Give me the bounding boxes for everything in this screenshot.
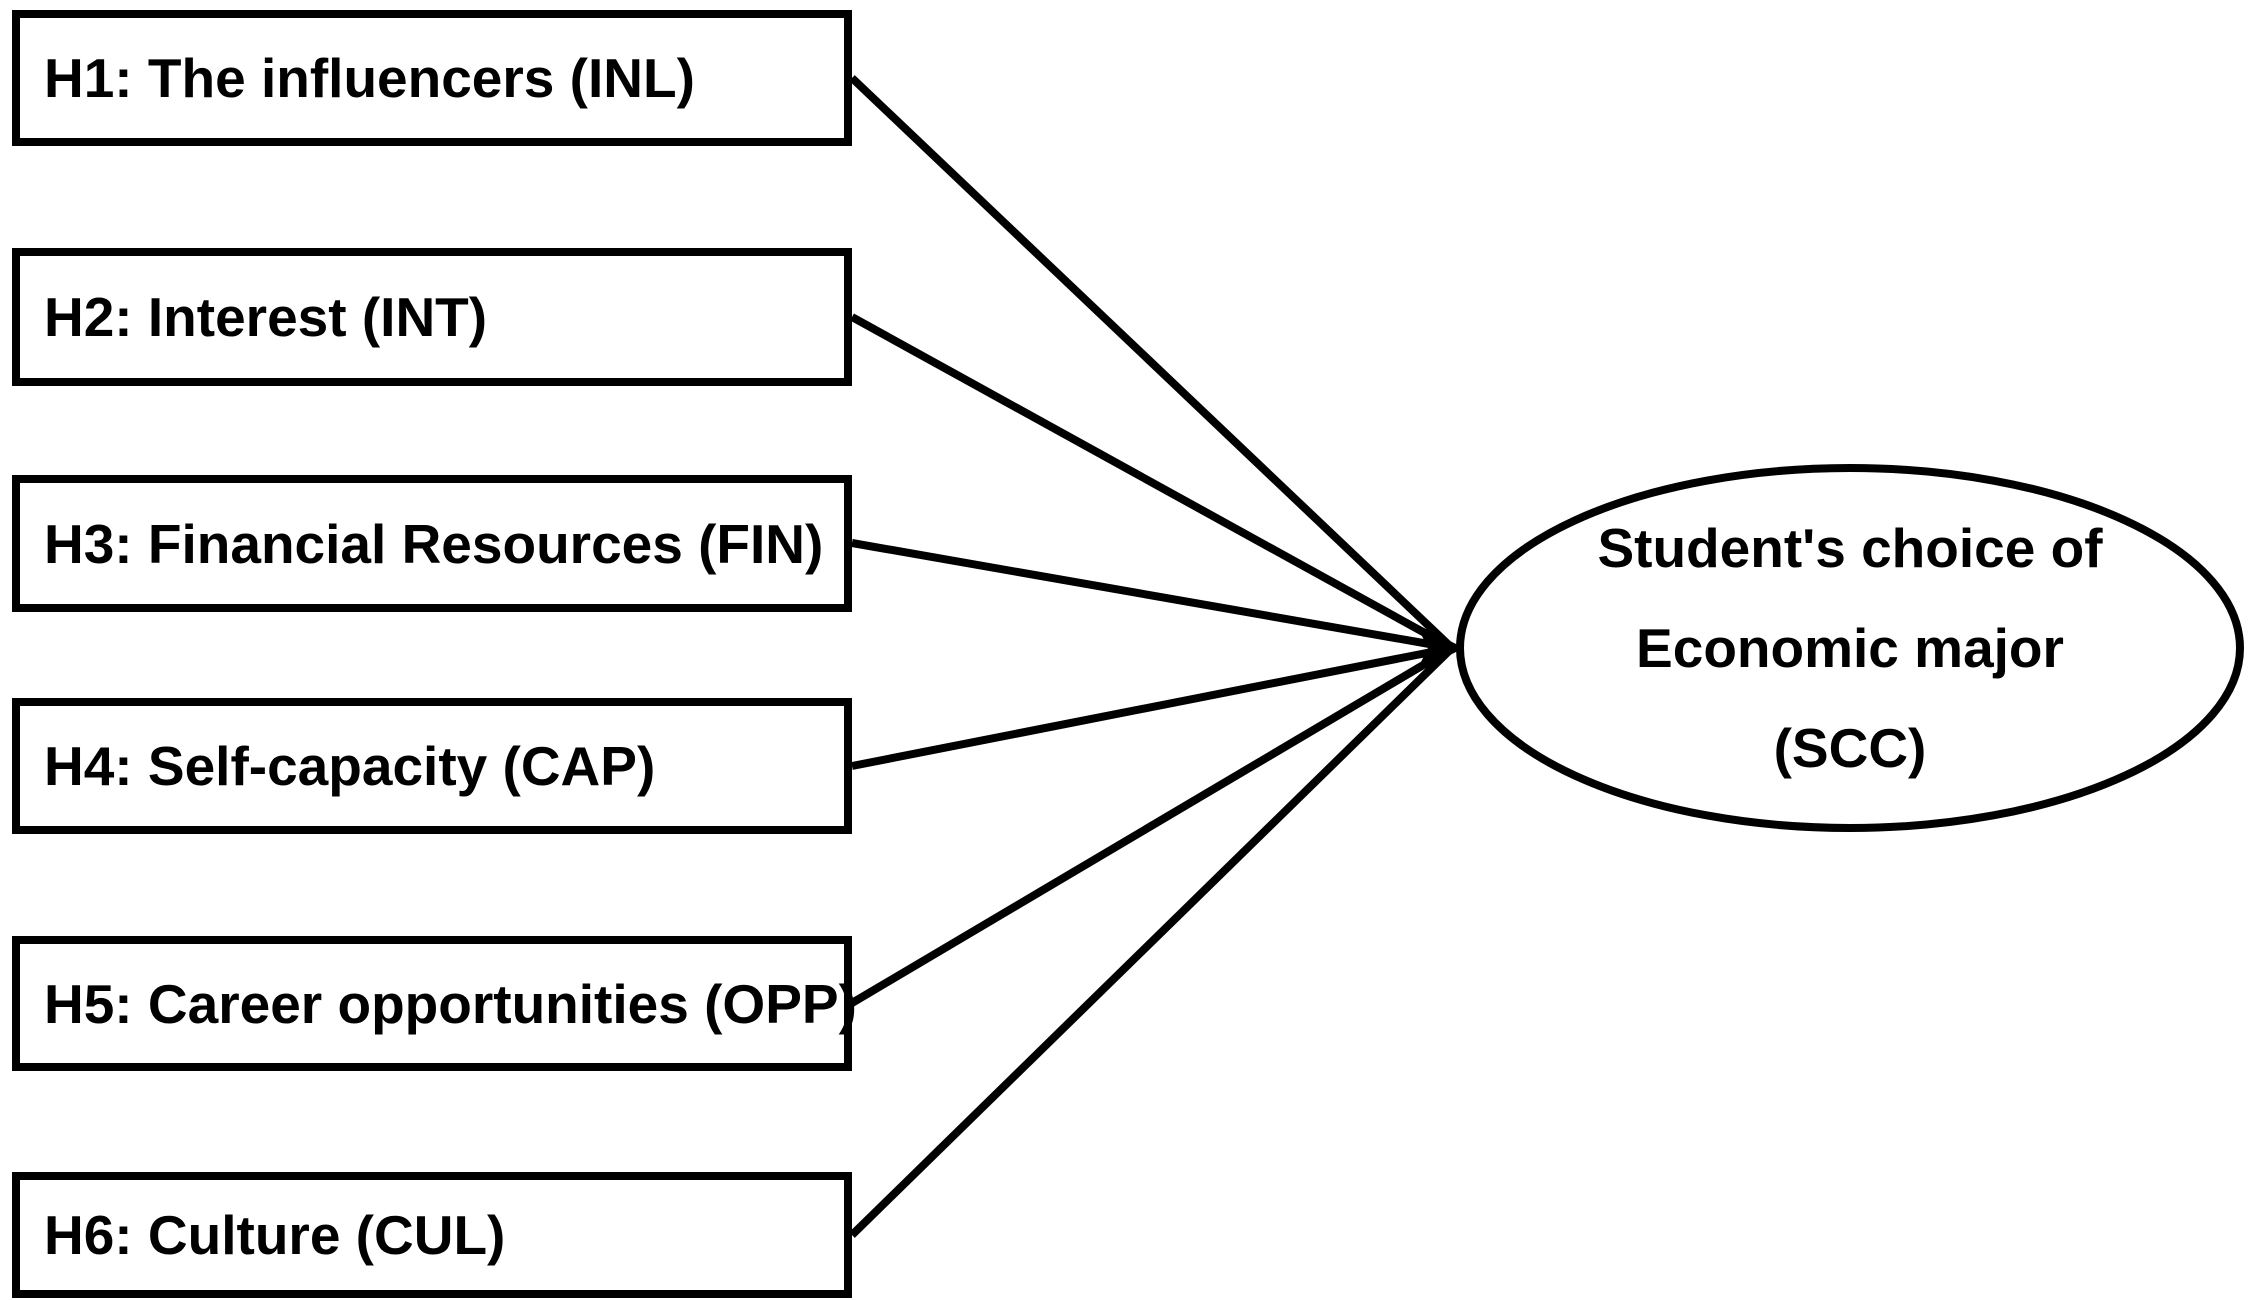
hypothesis-label-h1: H1: The influencers (INL) — [44, 47, 695, 109]
connector-h4-scc — [851, 644, 1453, 770]
connector-h6-scc — [849, 645, 1455, 1238]
hypothesis-label-h3: H3: Financial Resources (FIN) — [44, 512, 824, 575]
hypothesis-box-h3: H3: Financial Resources (FIN) — [12, 475, 852, 612]
outcome-label: Student's choice of Economic major (SCC) — [1490, 478, 2210, 818]
hypothesis-label-h2: H2: Interest (INT) — [44, 286, 488, 348]
connector-h2-scc — [850, 313, 1454, 652]
hypothesis-label-h6: H6: Culture (CUL) — [44, 1204, 506, 1266]
hypothesis-box-h6: H6: Culture (CUL) — [12, 1172, 852, 1298]
outcome-label-line2: Economic major — [1636, 617, 2064, 679]
outcome-label-line1: Student's choice of — [1597, 517, 2103, 579]
outcome-label-line3: (SCC) — [1773, 717, 1927, 779]
hypothesis-box-h5: H5: Career opportunities (OPP) — [12, 936, 857, 1071]
hypothesis-label-h5: H5: Career opportunities (OPP) — [44, 972, 857, 1035]
connector-h5-scc — [849, 644, 1455, 1007]
connector-h3-scc — [851, 539, 1453, 652]
hypothesis-box-h1: H1: The influencers (INL) — [12, 10, 852, 146]
arrowhead-icon — [1416, 624, 1464, 672]
connector-h1-scc — [849, 75, 1455, 651]
hypothesis-box-h4: H4: Self-capacity (CAP) — [12, 698, 852, 834]
hypothesis-box-h2: H2: Interest (INT) — [12, 248, 852, 386]
hypothesis-label-h4: H4: Self-capacity (CAP) — [44, 735, 656, 797]
